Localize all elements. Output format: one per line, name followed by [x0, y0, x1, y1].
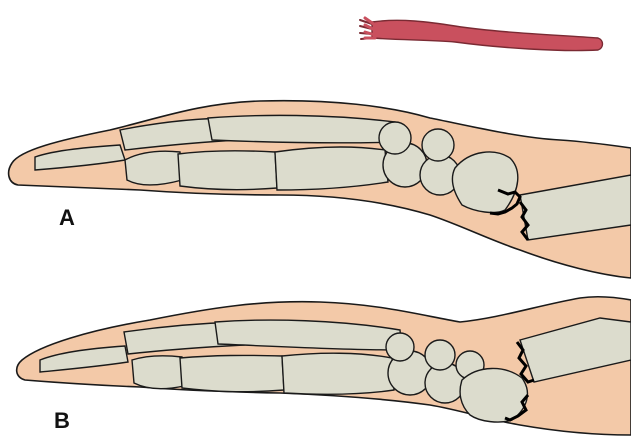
dinner-fork-icon — [360, 18, 603, 51]
panel-b-hand — [17, 297, 631, 435]
panel-b-label: B — [54, 408, 70, 434]
panel-a-hand — [9, 101, 631, 278]
panel-a-label: A — [59, 205, 75, 231]
